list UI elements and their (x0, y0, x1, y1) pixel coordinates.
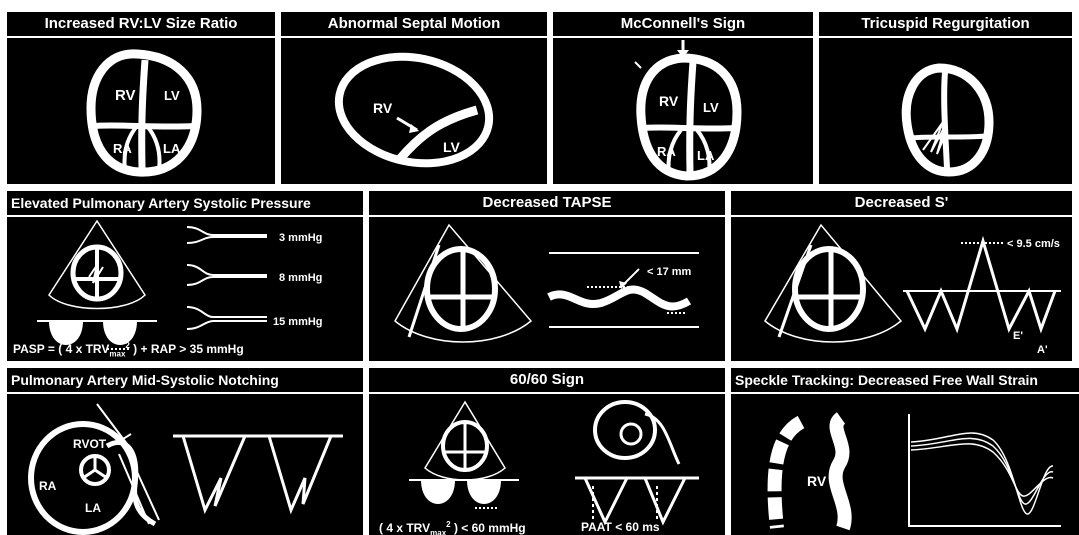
mcconnell-heart-illustration: RV LV RA LA (553, 38, 813, 184)
panel-title: McConnell's Sign (553, 12, 813, 38)
label-rv: RV (659, 93, 679, 109)
panel-title: 60/60 Sign (369, 368, 725, 394)
panel-title: Decreased TAPSE (369, 191, 725, 217)
panel-mcconnell: McConnell's Sign RV LV RA LA (553, 12, 813, 184)
label-rvot: RVOT (73, 437, 107, 451)
panel-title: Abnormal Septal Motion (281, 12, 547, 38)
label-rv: RV (115, 87, 136, 104)
speckle-illustration: RV (731, 394, 1079, 535)
label-ra: RA (657, 144, 676, 159)
panel-tricuspid-regurgitation: Tricuspid Regurgitation (819, 12, 1072, 184)
panel-rv-lv-ratio: Increased RV:LV Size Ratio RV LV RA LA (7, 12, 275, 184)
s-prime-illustration: < 9.5 cm/s E' A' (731, 217, 1072, 361)
panel-title: Pulmonary Artery Mid-Systolic Notching (7, 368, 363, 394)
panel-septal-motion: Abnormal Septal Motion RV LV (281, 12, 547, 184)
tapse-threshold: < 17 mm (647, 266, 692, 278)
pressure-8: 8 mmHg (279, 272, 322, 284)
s-prime-threshold: < 9.5 cm/s (1007, 238, 1060, 250)
panel-title: Tricuspid Regurgitation (819, 12, 1072, 38)
paat-caption: PAAT < 60 ms (581, 520, 660, 534)
panel-title: Speckle Tracking: Decreased Free Wall St… (731, 368, 1079, 394)
label-la: LA (697, 148, 715, 163)
trv-caption: ( 4 x TRVmax2 ) < 60 mmHg (379, 520, 526, 535)
pressure-3: 3 mmHg (279, 232, 322, 244)
panel-title: Elevated Pulmonary Artery Systolic Press… (7, 191, 363, 217)
panel-60-60-sign: 60/60 Sign ( 4 x TRVmax2 ) < 60 mmHg PAA… (369, 368, 725, 535)
tapse-illustration: < 17 mm (369, 217, 725, 361)
short-axis-heart-illustration: RV LV (281, 38, 547, 184)
pressure-15: 15 mmHg (273, 316, 323, 328)
label-lv: LV (164, 88, 180, 103)
panel-notching: Pulmonary Artery Mid-Systolic Notching R… (7, 368, 363, 535)
label-rv: RV (373, 100, 393, 116)
pasp-illustration: 3 mmHg 8 mmHg 15 mmHg (7, 217, 363, 361)
label-lv: LV (703, 100, 719, 115)
sixty-sixty-illustration (369, 394, 725, 535)
panel-title: Increased RV:LV Size Ratio (7, 12, 275, 38)
panel-s-prime: Decreased S' < 9.5 cm/s E' A' (731, 191, 1072, 361)
pasp-formula: PASP = ( 4 x TRVmax2 ) + RAP > 35 mmHg (13, 341, 244, 358)
tr-heart-illustration (819, 38, 1072, 184)
label-lv: LV (443, 139, 461, 155)
panel-speckle-tracking: Speckle Tracking: Decreased Free Wall St… (731, 368, 1079, 535)
panel-title: Decreased S' (731, 191, 1072, 217)
panel-tapse: Decreased TAPSE < 17 mm (369, 191, 725, 361)
panel-pasp: Elevated Pulmonary Artery Systolic Press… (7, 191, 363, 361)
label-rv: RV (807, 473, 827, 489)
label-ra: RA (39, 479, 57, 493)
label-la: LA (163, 141, 181, 156)
label-la: LA (85, 501, 101, 515)
label-e-prime: E' (1013, 330, 1023, 342)
notching-illustration: RVOT RA LA (7, 394, 363, 535)
label-ra: RA (113, 141, 132, 156)
four-chamber-heart-illustration: RV LV RA LA (7, 38, 275, 184)
label-a-prime: A' (1037, 344, 1048, 356)
